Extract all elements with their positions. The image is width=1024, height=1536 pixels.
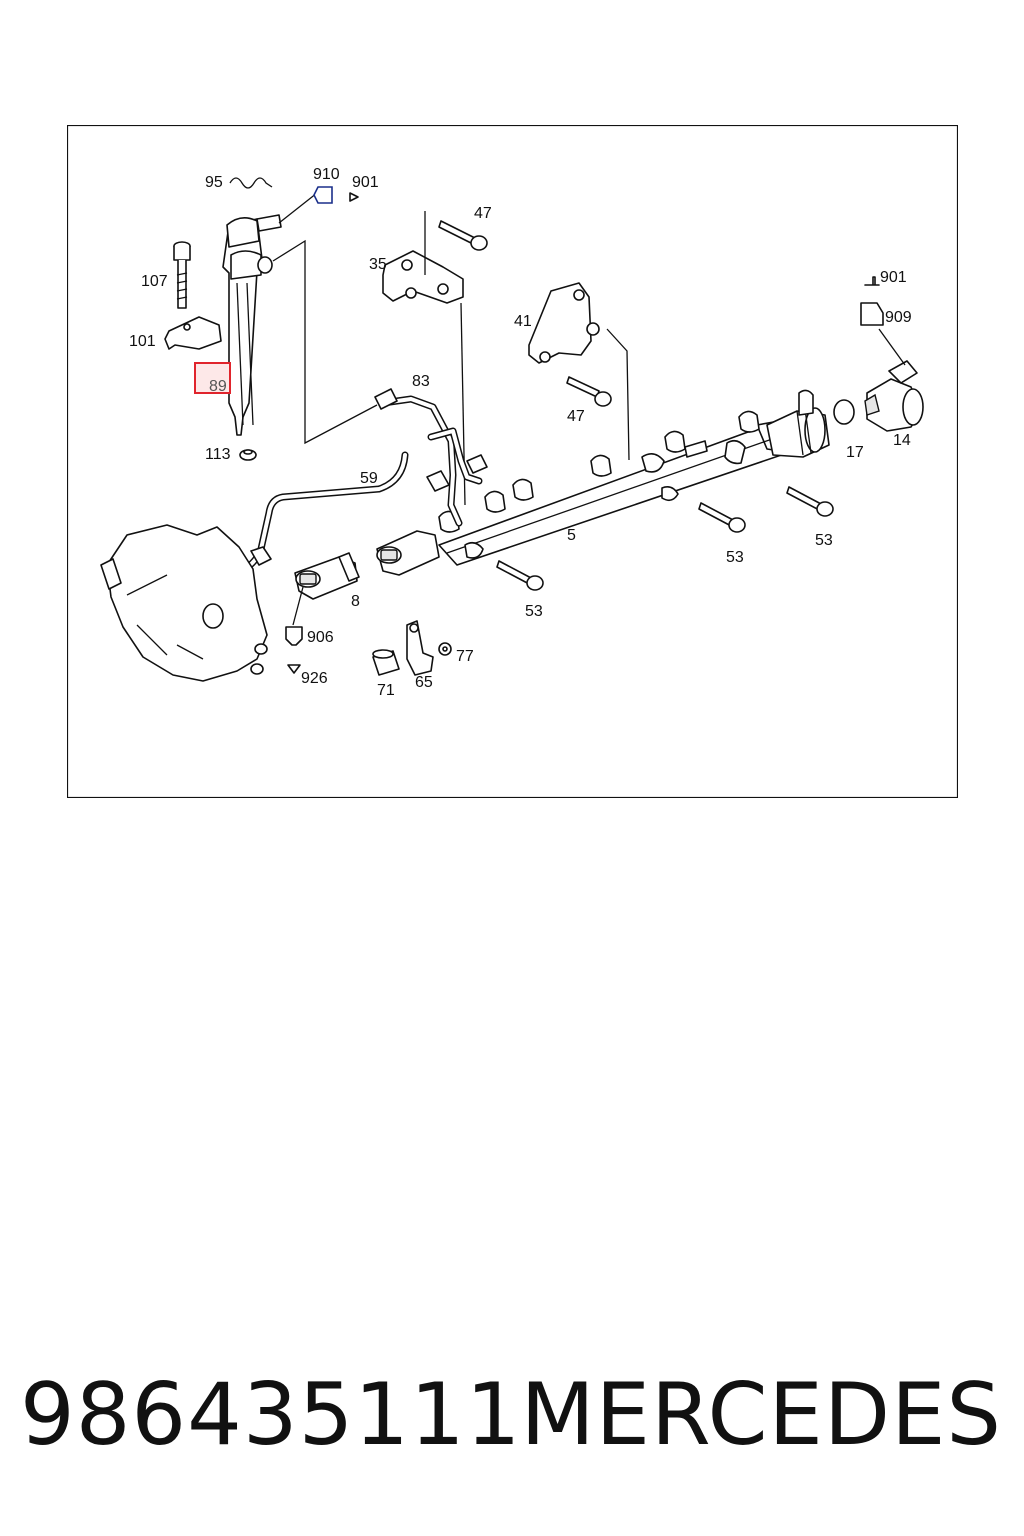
callout-107[interactable]: 107 [141, 273, 168, 290]
plug-901-right[interactable] [864, 276, 880, 286]
sleeve-71[interactable] [372, 649, 400, 676]
callout-101[interactable]: 101 [129, 333, 156, 350]
plug-926[interactable] [287, 664, 301, 674]
part-number: 986435111 [20, 1365, 522, 1465]
callout-47-top[interactable]: 47 [474, 205, 492, 222]
callout-53-middle[interactable]: 53 [726, 549, 744, 566]
callout-41[interactable]: 41 [514, 313, 532, 330]
callout-901-top[interactable]: 901 [352, 174, 379, 191]
callout-89-highlight-box[interactable] [194, 362, 231, 394]
connector-906[interactable] [285, 626, 303, 646]
high-pressure-pump[interactable] [100, 524, 268, 682]
tensioning-bolt[interactable] [173, 241, 191, 309]
callout-113[interactable]: 113 [205, 446, 231, 463]
exploded-view-drawing: 95 910 901 47 35 107 101 89 113 83 41 47… [67, 125, 958, 798]
callout-17[interactable]: 17 [846, 444, 864, 461]
callout-83[interactable]: 83 [412, 373, 430, 390]
retaining-clip[interactable] [229, 177, 273, 189]
pressure-sensor-8[interactable] [294, 552, 360, 600]
injector-leaders [272, 192, 378, 445]
callout-901-right[interactable]: 901 [880, 269, 907, 286]
callout-59[interactable]: 59 [360, 470, 378, 487]
callout-14[interactable]: 14 [893, 432, 911, 449]
bolt-47-top[interactable] [438, 220, 488, 251]
copper-washer[interactable] [239, 449, 257, 461]
callout-910[interactable]: 910 [313, 166, 340, 183]
fuel-line-83[interactable] [374, 388, 488, 527]
seal-ring[interactable] [833, 399, 855, 425]
product-caption: 986435111 MERCEDES [0, 1360, 1024, 1470]
callout-926[interactable]: 926 [301, 670, 328, 687]
callout-53-right[interactable]: 53 [815, 532, 833, 549]
callout-906[interactable]: 906 [307, 629, 334, 646]
parts-diagram: 95 910 901 47 35 107 101 89 113 83 41 47… [67, 125, 958, 798]
callout-65[interactable]: 65 [415, 674, 433, 691]
callout-8[interactable]: 8 [351, 593, 360, 610]
diagram-border [67, 125, 958, 798]
rail-injector-ports [438, 410, 760, 533]
callout-909[interactable]: 909 [885, 309, 912, 326]
bracket-35[interactable] [382, 250, 464, 304]
callout-71[interactable]: 71 [377, 682, 395, 699]
callout-35[interactable]: 35 [369, 256, 387, 273]
fuel-injector[interactable] [222, 214, 282, 436]
pipe-clip-65[interactable] [406, 620, 434, 676]
bolt-53-left[interactable] [496, 560, 544, 591]
callout-5[interactable]: 5 [567, 527, 576, 544]
plug-901-top[interactable] [349, 192, 359, 202]
injector-clamp[interactable] [164, 316, 222, 350]
callout-53-left[interactable]: 53 [525, 603, 543, 620]
leader-906 [292, 586, 304, 626]
callout-89[interactable]: 89 [209, 378, 227, 395]
brand-name: MERCEDES [520, 1365, 1002, 1465]
bracket-41[interactable] [528, 282, 600, 364]
bolt-53-right[interactable] [786, 486, 834, 517]
connector-909[interactable] [860, 302, 884, 326]
callout-77[interactable]: 77 [456, 648, 474, 665]
bolt-53-middle[interactable] [698, 502, 746, 533]
nut-77[interactable] [438, 642, 452, 656]
pressure-regulator-valve[interactable] [864, 360, 924, 432]
callout-47-bottom[interactable]: 47 [567, 408, 585, 425]
fuel-line-59[interactable] [241, 451, 409, 573]
rail-end-connector[interactable] [376, 530, 440, 576]
rail-pressure-sensor-housing [766, 389, 830, 458]
bolt-47-bottom[interactable] [566, 376, 612, 407]
callout-95[interactable]: 95 [205, 174, 223, 191]
connector-910[interactable] [313, 186, 333, 204]
leader-909 [878, 328, 906, 366]
